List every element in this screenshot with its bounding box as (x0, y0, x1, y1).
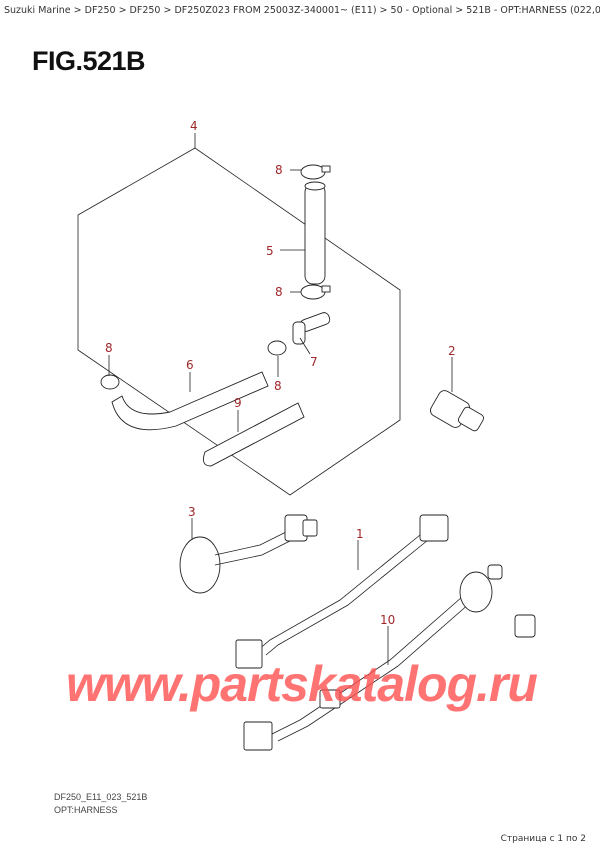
diagram-code: DF250_E11_023_521B (54, 792, 148, 802)
clamp-part[interactable] (267, 340, 287, 356)
breadcrumb[interactable]: Suzuki Marine > DF250 > DF250 > DF250Z02… (4, 5, 600, 16)
hose-part-9[interactable] (203, 402, 305, 467)
callout-8[interactable]: 8 (275, 285, 283, 299)
callout-2[interactable]: 2 (448, 344, 456, 358)
t-joint-part-7[interactable] (292, 311, 331, 345)
hose-part-6[interactable] (111, 371, 269, 431)
harness-part-1[interactable] (235, 514, 449, 669)
callout-1[interactable]: 1 (356, 527, 364, 541)
callout-3[interactable]: 3 (188, 505, 196, 519)
clamp-part[interactable] (300, 284, 331, 300)
callout-7[interactable]: 7 (310, 355, 318, 369)
callout-6[interactable]: 6 (186, 358, 194, 372)
page-indicator: Страница с 1 по 2 (500, 834, 586, 844)
callout-8[interactable]: 8 (105, 341, 113, 355)
callout-5[interactable]: 5 (266, 244, 274, 258)
leader-lines (108, 133, 453, 665)
callout-8[interactable]: 8 (275, 163, 283, 177)
clamp-part[interactable] (300, 164, 331, 180)
hose-part-5[interactable] (304, 181, 326, 285)
plug-part-2[interactable] (428, 388, 485, 432)
figure-title: FIG.521B (32, 46, 146, 76)
clamp-part[interactable] (100, 374, 120, 390)
callout-4[interactable]: 4 (190, 119, 198, 133)
watermark: www.partskatalog.ru (66, 656, 538, 712)
callout-10[interactable]: 10 (380, 613, 395, 627)
callout-8[interactable]: 8 (274, 379, 282, 393)
diagram-caption: OPT:HARNESS (54, 805, 118, 815)
sensor-part-3[interactable] (179, 514, 318, 594)
callout-9[interactable]: 9 (234, 396, 242, 410)
harness-part-10[interactable] (243, 564, 536, 751)
